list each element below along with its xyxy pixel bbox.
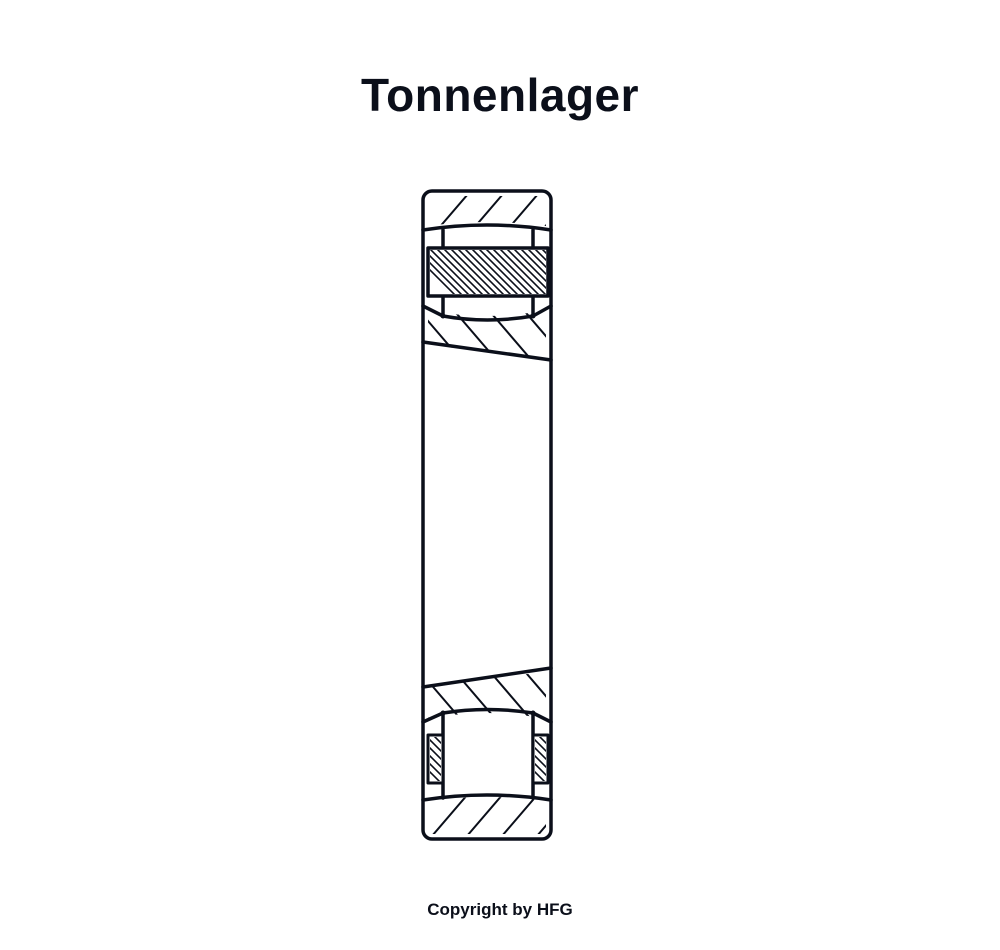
outer-ring-bottom-hatch bbox=[428, 797, 546, 834]
cage-bottom-left bbox=[426, 733, 445, 785]
outer-ring-top-raceway bbox=[421, 223, 553, 232]
cage-bottom-right-hatch bbox=[535, 737, 546, 781]
outer-ring-top-hatch bbox=[428, 196, 546, 226]
outer-ring-bottom-raceway bbox=[421, 793, 553, 802]
cage-bottom-right bbox=[531, 733, 550, 785]
cage-bottom-left-hatch bbox=[430, 737, 441, 781]
inner-ring-top-bore-edge bbox=[421, 340, 553, 362]
bearing-outline bbox=[421, 189, 553, 841]
diagram-title: Tonnenlager bbox=[360, 69, 640, 121]
copyright-notice: Copyright by HFG bbox=[427, 900, 573, 919]
cage-top-hatch bbox=[430, 250, 546, 294]
inner-ring-bottom-bore-edge bbox=[421, 666, 553, 689]
